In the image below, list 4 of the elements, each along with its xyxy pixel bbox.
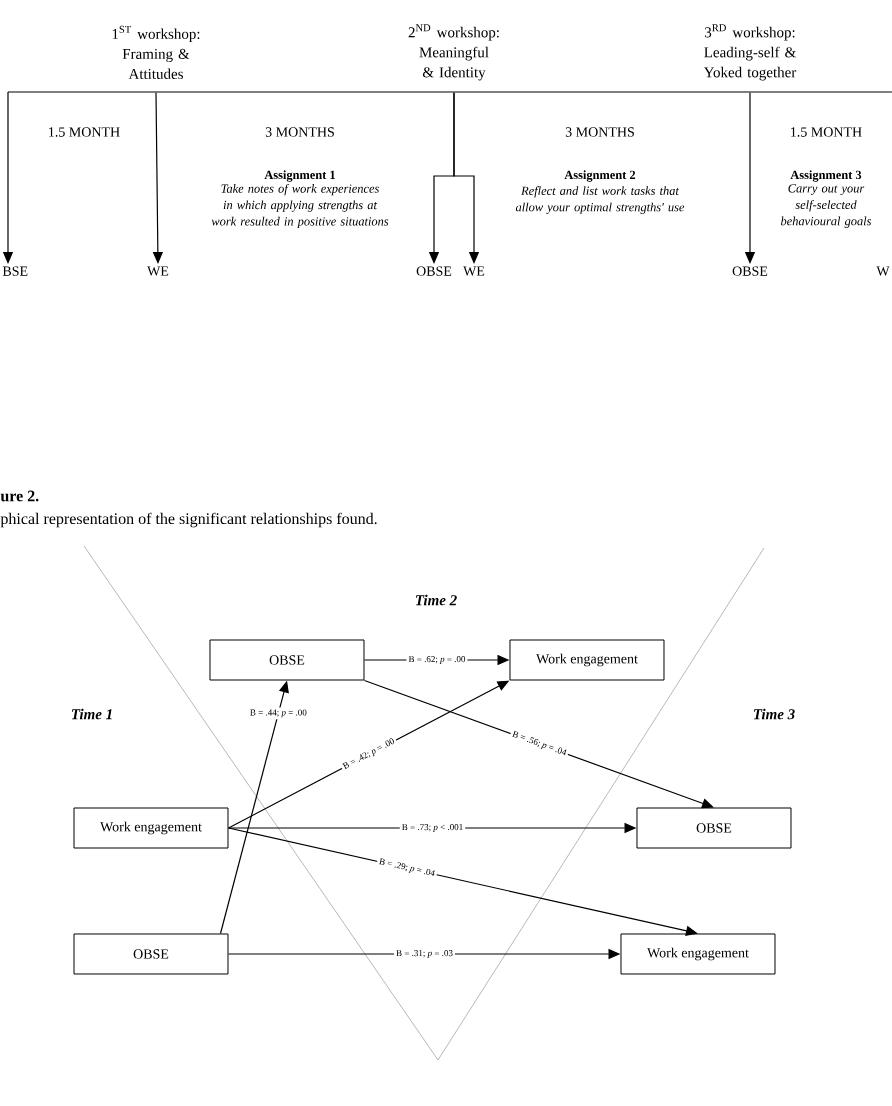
figure-title: ure 2. (0, 490, 39, 502)
arrow (227, 827, 698, 936)
arrow (453, 92, 480, 264)
figure-caption: phical representation of the significant relationships found. (0, 512, 377, 528)
